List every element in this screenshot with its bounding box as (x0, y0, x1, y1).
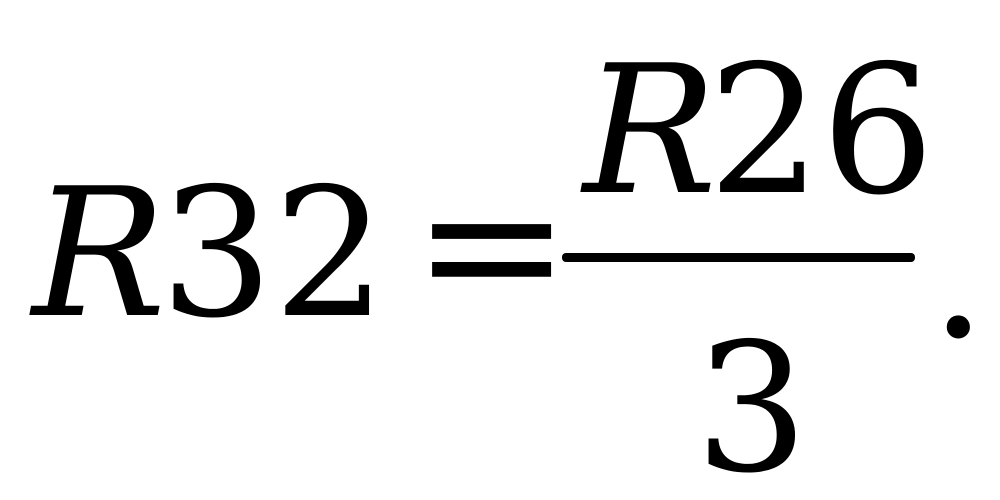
fraction-bar (562, 253, 915, 262)
numerator-index: 26 (708, 27, 935, 234)
equals-sign: = (412, 134, 572, 355)
denominator: 3 (695, 305, 809, 500)
lhs-index: 32 (160, 150, 387, 357)
lhs-variable: R (32, 150, 167, 357)
period: . (930, 171, 987, 378)
numerator-variable: R (583, 27, 718, 234)
